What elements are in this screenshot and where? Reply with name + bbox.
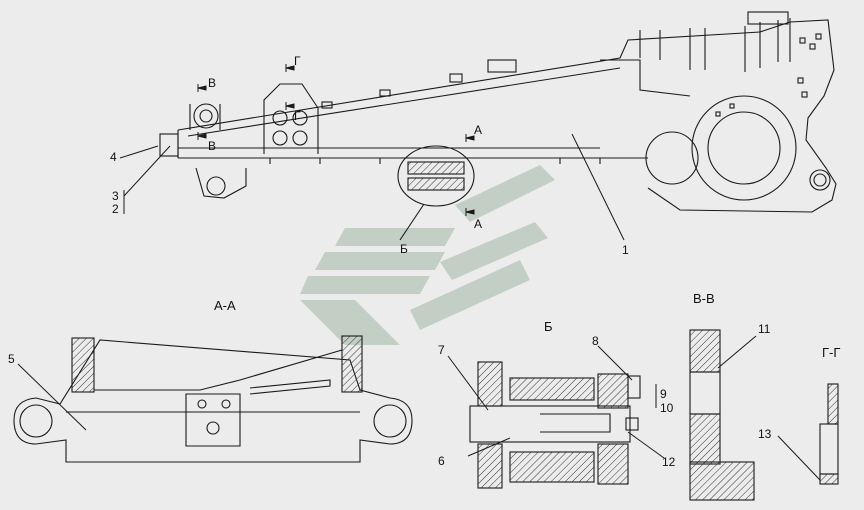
- section-vv-view: [689, 329, 755, 501]
- leader-5: [17, 363, 87, 431]
- leader-lines-main: [119, 133, 625, 241]
- section-gg-label: Г-Г: [822, 345, 841, 360]
- section-gg-view: [819, 383, 839, 485]
- part-number-1: 1: [622, 243, 629, 257]
- part-number-11: 11: [758, 322, 771, 336]
- leader-lines-b: [447, 345, 665, 459]
- section-aa-label: А-А: [214, 298, 236, 313]
- part-number-5: 5: [8, 352, 15, 366]
- cut-mark-a-bottom: А: [474, 217, 483, 231]
- section-vv-label: В-В: [693, 291, 715, 306]
- part-number-8: 8: [592, 334, 599, 348]
- cut-mark-g-bottom: Г: [294, 109, 301, 123]
- part-number-13: 13: [758, 427, 772, 441]
- cut-mark-v-bottom: В: [208, 139, 217, 153]
- section-aa-view: [13, 335, 413, 463]
- section-b-label: Б: [544, 319, 553, 334]
- leader-11: [717, 335, 757, 369]
- part-number-7: 7: [438, 343, 445, 357]
- detail-b-callout: [397, 145, 475, 241]
- part-number-4: 4: [110, 150, 117, 164]
- cut-mark-g-top: Г: [294, 54, 301, 68]
- part-number-10: 10: [660, 401, 674, 415]
- part-number-12: 12: [662, 455, 676, 469]
- cut-mark-v-top: В: [208, 76, 217, 90]
- part-number-9: 9: [660, 387, 667, 401]
- callout-b-label: Б: [400, 242, 408, 256]
- leader-13: [777, 435, 821, 481]
- section-b-view: [469, 361, 641, 489]
- part-number-3: 3: [112, 189, 119, 203]
- watermark-logo: [300, 165, 555, 345]
- part-number-2: 2: [112, 202, 119, 216]
- cut-marks: [197, 64, 475, 216]
- cut-mark-a-top: А: [474, 123, 483, 137]
- part-number-6: 6: [438, 454, 445, 468]
- main-frame-view: [159, 11, 837, 213]
